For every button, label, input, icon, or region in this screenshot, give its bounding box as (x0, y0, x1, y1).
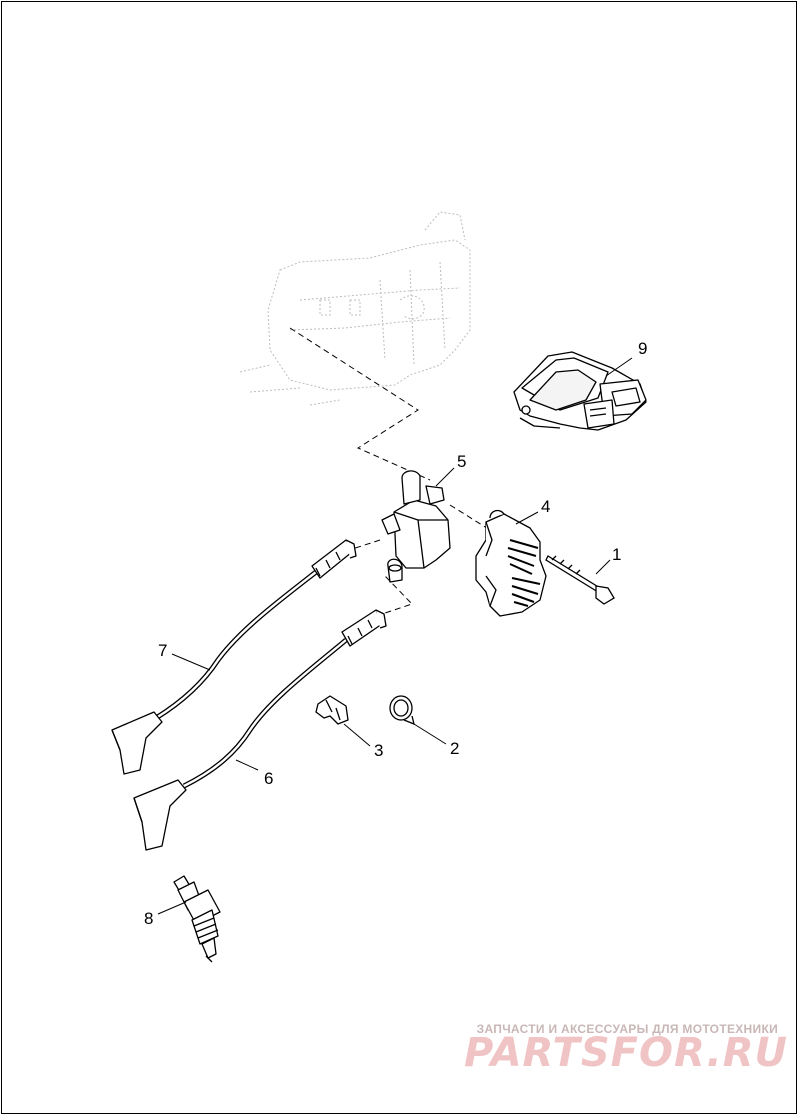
ghost-engine-reference (239, 211, 471, 406)
ignition-coil-part-5 (381, 470, 451, 583)
callout-6: 6 (264, 769, 273, 788)
watermark-tagline: ЗАПЧАСТИ И АКСЕССУАРЫ ДЛЯ МОТОТЕХНИКИ (476, 1022, 778, 1036)
control-module-part-9 (513, 351, 647, 431)
callout-1: 1 (612, 545, 621, 564)
callout-numbers: 1 2 3 4 5 6 7 8 9 (144, 339, 647, 928)
callout-2: 2 (450, 739, 459, 758)
clamp-part-2 (389, 695, 415, 726)
spark-plug-wire-part-6 (133, 609, 387, 851)
callout-3: 3 (374, 741, 383, 760)
coil-cover-part-4 (475, 509, 547, 617)
callout-leader-lines (157, 357, 633, 915)
bolt-part-1 (545, 555, 615, 605)
callout-8: 8 (144, 909, 153, 928)
spark-plug-part-8 (173, 875, 221, 963)
clip-part-3 (315, 695, 349, 725)
callout-9: 9 (638, 339, 647, 358)
callout-7: 7 (158, 641, 167, 660)
callout-4: 4 (541, 497, 550, 516)
spark-plug-wire-part-7 (111, 539, 357, 775)
callout-5: 5 (457, 452, 466, 471)
watermark-logo: PARTSFOR.RU (463, 1030, 788, 1076)
